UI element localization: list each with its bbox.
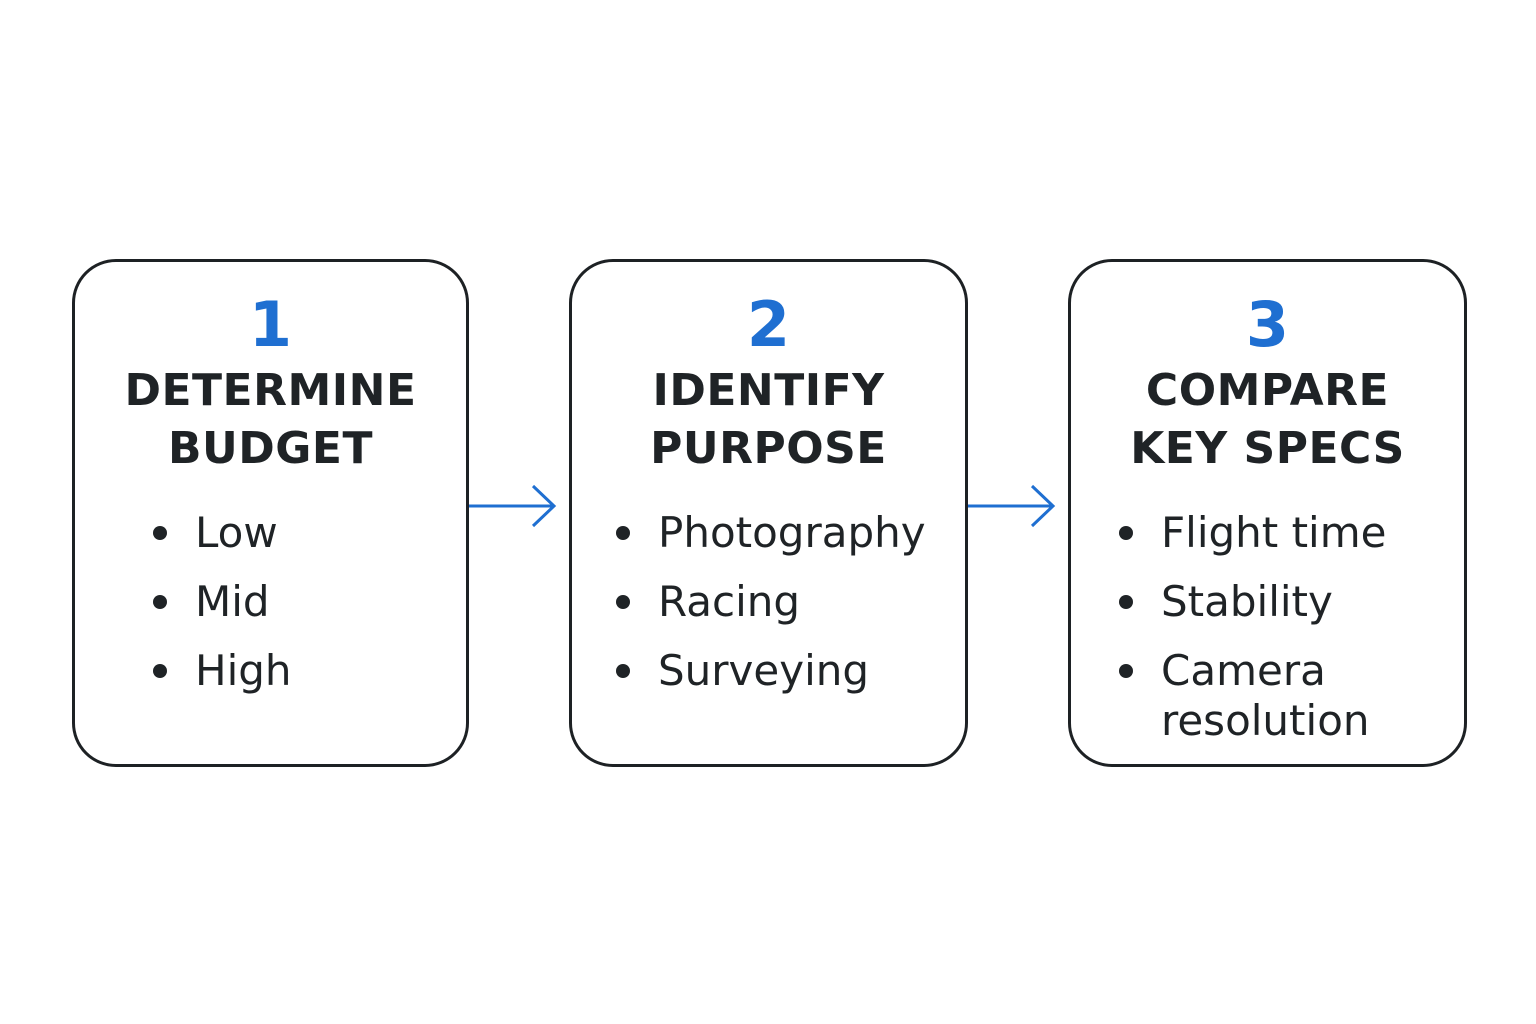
list-item: Surveying [616,646,953,696]
list-item-label: Surveying [658,646,870,695]
step-title-line: IDENTIFY [652,365,885,416]
step-title: IDENTIFY PURPOSE [572,362,965,478]
list-item-label: Racing [658,577,801,626]
step-box-identify-purpose: 2 IDENTIFY PURPOSE Photography Racing Su… [569,259,968,767]
step-title-line: BUDGET [168,423,373,474]
step-title-line: COMPARE [1145,365,1390,416]
list-item-label: Mid [195,577,270,626]
bullet-list: Photography Racing Surveying [616,508,953,715]
bullet-dot-icon [1119,664,1133,678]
list-item: Racing [616,577,953,627]
list-item-label: Photography [658,508,926,557]
bullet-dot-icon [153,526,167,540]
bullet-dot-icon [153,664,167,678]
list-item-label: High [195,646,292,695]
step-title-line: DETERMINE [124,365,417,416]
step-number: 2 [746,288,791,361]
list-item: Low [153,508,454,558]
step-title-line: PURPOSE [650,423,887,474]
bullet-dot-icon [153,595,167,609]
step-number: 1 [248,288,293,361]
bullet-dot-icon [1119,595,1133,609]
step-title: DETERMINE BUDGET [75,362,466,478]
bullet-dot-icon [616,664,630,678]
list-item-label: Flight time [1161,508,1387,557]
arrow-right-icon [469,484,557,528]
list-item: Stability [1119,577,1452,627]
bullet-dot-icon [616,526,630,540]
list-item: Camera resolution [1119,646,1452,746]
step-box-compare-key-specs: 3 COMPARE KEY SPECS Flight time Stabilit… [1068,259,1467,767]
step-title: COMPARE KEY SPECS [1071,362,1464,478]
arrow-right-icon [968,484,1056,528]
list-item-label: Low [195,508,278,557]
bullet-dot-icon [1119,526,1133,540]
list-item: Mid [153,577,454,627]
bullet-list: Flight time Stability Camera resolution [1119,508,1452,765]
list-item-label: Camera resolution [1161,646,1370,745]
step-title-line: KEY SPECS [1130,423,1405,474]
list-item: Photography [616,508,953,558]
step-box-determine-budget: 1 DETERMINE BUDGET Low Mid High [72,259,469,767]
bullet-dot-icon [616,595,630,609]
list-item: High [153,646,454,696]
bullet-list: Low Mid High [153,508,454,715]
step-number: 3 [1245,288,1290,361]
list-item: Flight time [1119,508,1452,558]
list-item-label: Stability [1161,577,1333,626]
